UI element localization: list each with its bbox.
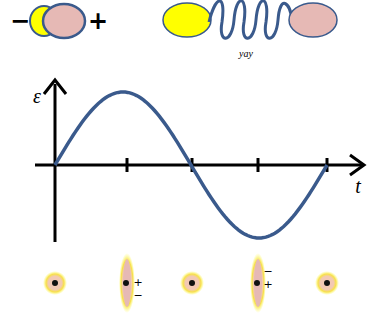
axis-label: t <box>355 176 361 196</box>
charge-sign: + <box>88 9 108 33</box>
nucleus-dot <box>123 280 129 286</box>
electron-cloud <box>163 3 211 37</box>
spring-label: yay <box>239 49 253 59</box>
sine-wave <box>55 92 327 238</box>
dipole <box>30 4 85 38</box>
tick <box>257 158 260 172</box>
spring-coil <box>209 1 292 39</box>
axis-arrowhead <box>44 80 66 94</box>
nucleus <box>289 3 337 37</box>
nucleus-dot <box>52 280 58 286</box>
charge-sign: − <box>133 290 142 301</box>
charge-sign: + <box>133 277 142 288</box>
round-atom <box>43 271 67 295</box>
round-atom <box>315 271 339 295</box>
stretched-core <box>254 259 262 307</box>
nucleus-dot <box>324 280 330 286</box>
round-atom <box>180 271 204 295</box>
spring-model <box>163 1 337 39</box>
charge-sign: − <box>10 9 30 33</box>
nucleus-dot <box>189 280 195 286</box>
charge-sign: − <box>263 266 272 277</box>
stretched-core <box>123 259 131 307</box>
atoms <box>43 253 339 313</box>
charge-sign: + <box>263 279 272 290</box>
stretched-atom <box>119 253 135 313</box>
axis-arrowhead <box>350 155 364 175</box>
tick <box>126 158 129 172</box>
axis-label: ε <box>33 86 41 106</box>
positive-nucleus <box>43 4 85 38</box>
axes <box>35 80 364 242</box>
horizontal-axis <box>35 164 362 167</box>
nucleus-dot <box>254 280 260 286</box>
